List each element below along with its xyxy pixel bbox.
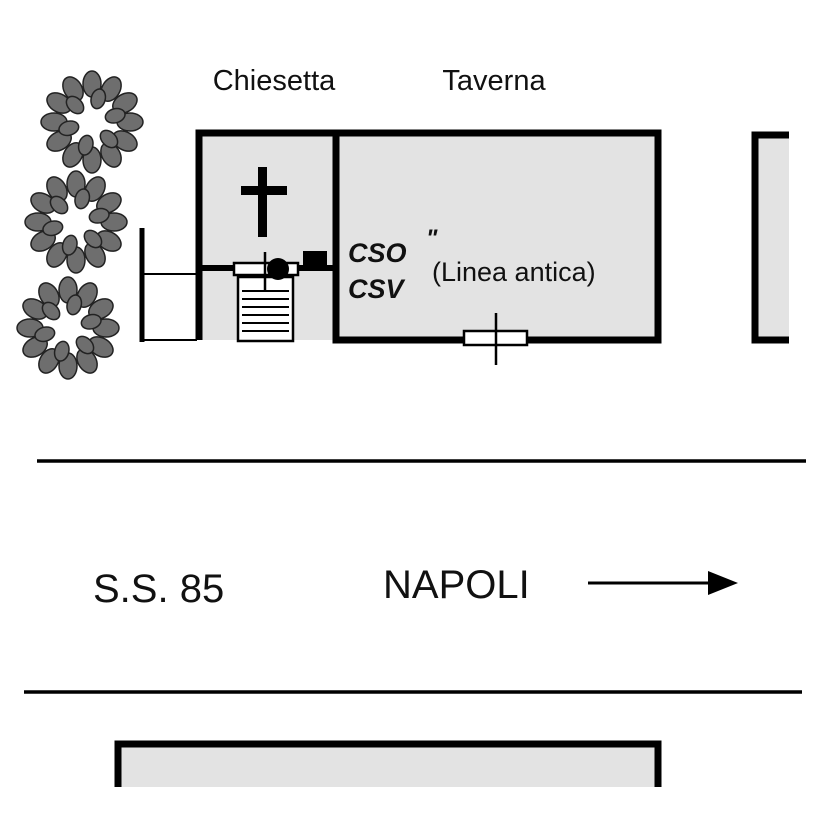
tavern-building (332, 129, 662, 344)
benchmark-marker (462, 313, 529, 365)
arrow-right-icon (588, 571, 738, 595)
survey-point-marker (232, 251, 327, 292)
chapel-forecourt (139, 228, 197, 342)
direction-label: NAPOLI (383, 563, 530, 607)
cross-icon (241, 167, 287, 237)
code-csv-label: CSV (348, 274, 406, 304)
tree-icon (40, 70, 144, 174)
tree-icon (16, 276, 120, 380)
building-bottom (114, 740, 662, 787)
chapel-label: Chiesetta (213, 65, 336, 97)
code-mark: " (426, 225, 438, 252)
chapel-steps (236, 275, 295, 343)
building-right (751, 131, 789, 344)
note-label: (Linea antica) (432, 257, 596, 287)
tree-icon (24, 170, 128, 274)
tavern-label: Taverna (442, 65, 546, 97)
road-label: S.S. 85 (93, 567, 224, 611)
code-cso-label: CSO (348, 238, 407, 268)
